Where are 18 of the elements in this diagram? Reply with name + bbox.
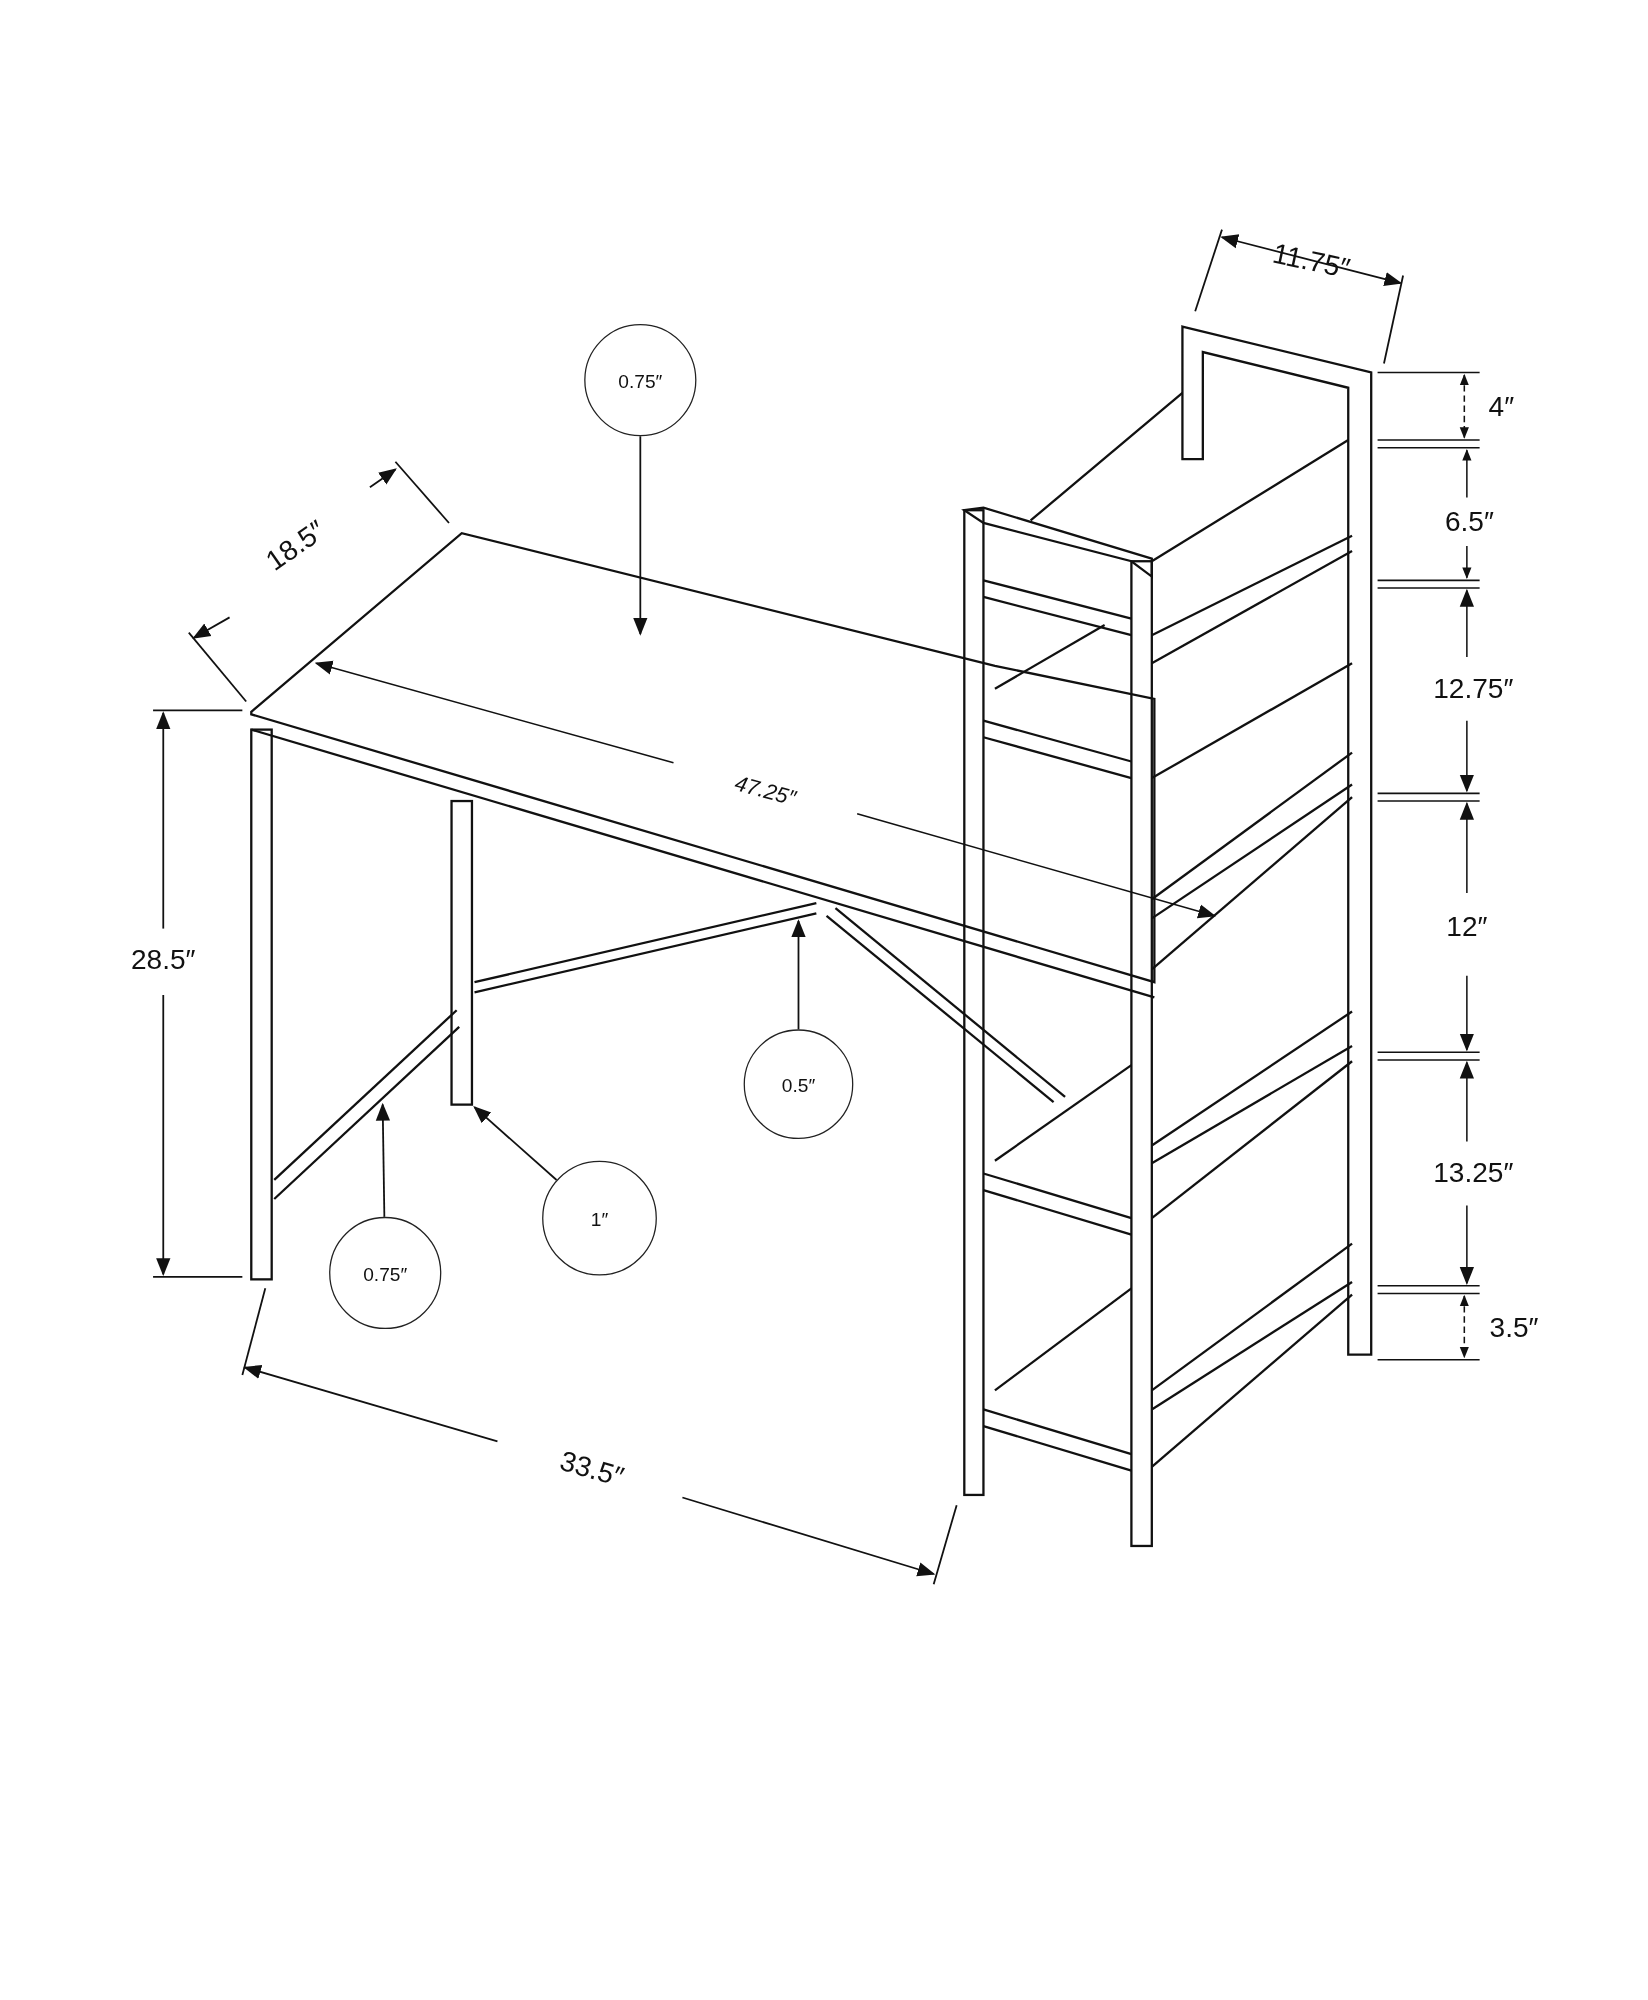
dimension-label: 28.5″	[131, 946, 196, 975]
dimension-label: 4″	[1488, 392, 1515, 421]
leader-line	[473, 1106, 558, 1181]
dimension-label: 13.25″	[1433, 1159, 1514, 1188]
leader-line	[791, 919, 806, 1031]
dimension-value: 0.5″	[781, 1073, 816, 1096]
dimension-label: 47.25″	[732, 772, 799, 810]
dimension-value: 0.75″	[363, 1262, 408, 1284]
dimension-label: 6.5″	[1444, 507, 1494, 536]
dimension-label: 11.75″	[1270, 239, 1353, 284]
leader-line	[633, 435, 648, 636]
dimension-label: 12″	[1446, 913, 1488, 942]
dimension-value: 1″	[590, 1207, 609, 1229]
dimension-label: 33.5″	[556, 1447, 627, 1492]
dimension-label: 12.75″	[1433, 674, 1514, 703]
dimension-value: 0.75″	[618, 369, 663, 391]
dimension-label: 3.5″	[1489, 1313, 1539, 1342]
leader-line	[375, 1102, 391, 1218]
